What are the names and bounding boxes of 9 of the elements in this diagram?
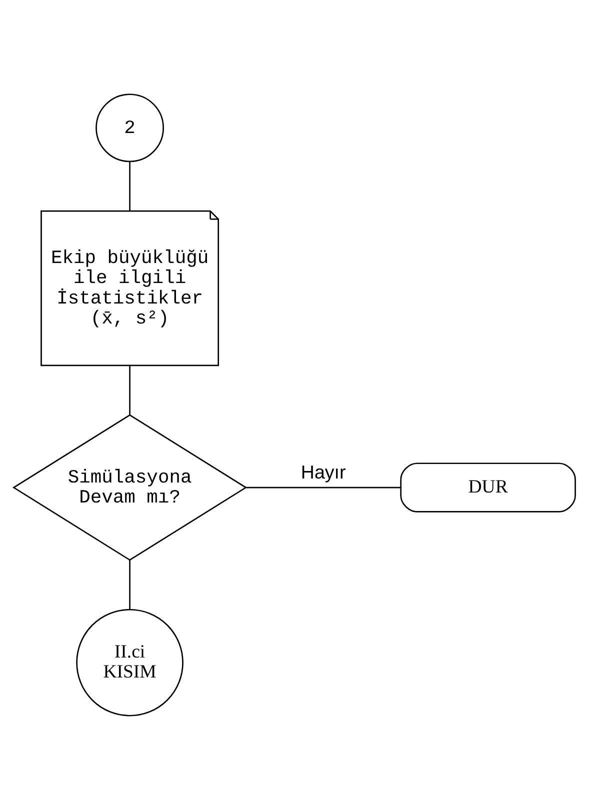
connector [246,486,401,488]
edge-label: Hayır [300,461,346,482]
node-circle: 2 [96,94,164,162]
connector [129,366,130,415]
node-box: DUR [400,462,576,512]
connector [129,560,130,610]
connector [129,162,130,212]
node-diamond: Simülasyona Devam mı? [12,414,248,561]
node-circle: II.ci KISIM [76,608,184,716]
